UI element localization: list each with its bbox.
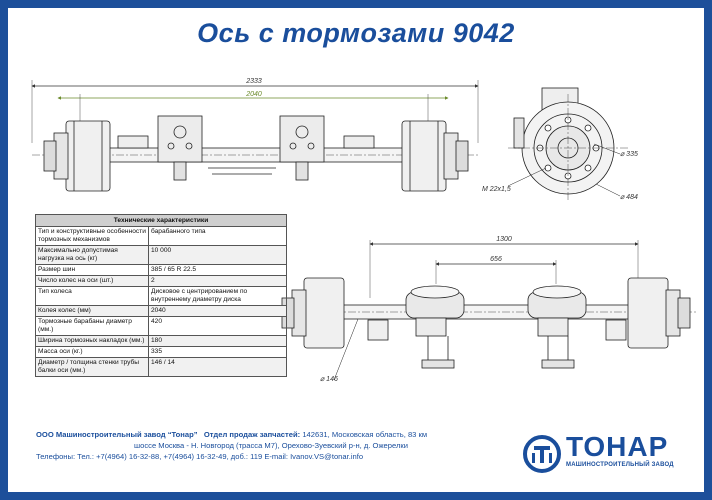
table-row: Число колес на оси (шт.)2 — [35, 275, 287, 287]
table-row: Тип и конструктивные особенности тормозн… — [35, 226, 287, 246]
spec-key: Масса оси (кг.) — [35, 346, 149, 358]
spec-value: 420 — [148, 316, 287, 336]
spec-table-header: Технические характеристики — [35, 214, 287, 227]
spec-value: 335 — [148, 346, 287, 358]
dim-hub-thread: M 22x1,5 — [482, 186, 511, 193]
spec-key: Размер шин — [35, 264, 149, 276]
spec-key: Число колес на оси (шт.) — [35, 275, 149, 287]
address-2: шоссе Москва - Н. Новгород (трасса М7), … — [134, 441, 408, 450]
spec-value: 10 000 — [148, 245, 287, 265]
phones-email[interactable]: Телефоны: Тел.: +7(4964) 16-32-88, +7(49… — [36, 452, 364, 461]
tonar-logo: ТОНАР МАШИНОСТРОИТЕЛЬНЫЙ ЗАВОД — [522, 431, 690, 474]
bottom-axle-view — [278, 240, 698, 381]
spec-value: 180 — [148, 335, 287, 347]
table-row: Масса оси (кг.)335 — [35, 346, 287, 358]
address-1: 142631, Московская область, 83 км — [302, 430, 428, 439]
spec-value: 146 / 14 — [148, 357, 287, 377]
spec-value: 385 / 65 R 22.5 — [148, 264, 287, 276]
table-row: Ширина тормозных накладок (мм.)180 — [35, 335, 287, 347]
dim-top-inner: 2040 — [245, 91, 262, 98]
technical-drawing: 2333 2040 ⌀ 335 ⌀ 484 M 22x1,5 — [31, 78, 698, 383]
spec-value: 2 — [148, 275, 287, 287]
table-row: Максимально допустимая нагрузка на ось (… — [35, 245, 287, 265]
tonar-logo-icon — [523, 435, 561, 473]
spec-key: Тормозные барабаны диаметр (мм.) — [35, 316, 149, 336]
dim-hub-d2: ⌀ 484 — [620, 194, 638, 201]
spec-key: Диаметр / толщина стенки трубы балки оси… — [35, 357, 149, 377]
spec-key: Тип колеса — [35, 286, 149, 306]
spec-value: 2040 — [148, 305, 287, 317]
spec-value: барабанного типа — [148, 226, 287, 246]
logo-subtitle: МАШИНОСТРОИТЕЛЬНЫЙ ЗАВОД — [566, 462, 674, 468]
table-row: Тормозные барабаны диаметр (мм.)420 — [35, 316, 287, 336]
spec-value: Дисковое с центрированием по внутреннему… — [148, 286, 287, 306]
table-row: Колея колес (мм)2040 — [35, 305, 287, 317]
hub-side-view — [507, 87, 628, 202]
footer-line-1: ООО Машиностроительный завод “Тонар” Отд… — [36, 429, 506, 440]
dim-bottom-span: 1300 — [496, 236, 512, 243]
spec-sheet: Ось с тормозами 9042 — [8, 8, 704, 492]
spec-key: Колея колес (мм) — [35, 305, 149, 317]
spec-key: Ширина тормозных накладок (мм.) — [35, 335, 149, 347]
company-name: ООО Машиностроительный завод “Тонар” — [36, 430, 198, 439]
dim-bottom-half: 656 — [490, 256, 502, 263]
sales-dept: Отдел продаж запчастей: — [203, 430, 301, 439]
dim-bottom-tube: ⌀ 146 — [320, 376, 338, 383]
dim-hub-d1: ⌀ 335 — [620, 151, 638, 158]
spec-table: Технические характеристики Тип и констру… — [35, 214, 287, 377]
spec-key: Максимально допустимая нагрузка на ось (… — [35, 245, 149, 265]
dim-top-total: 2333 — [245, 78, 262, 85]
table-row: Диаметр / толщина стенки трубы балки оси… — [35, 357, 287, 377]
spec-key: Тип и конструктивные особенности тормозн… — [35, 226, 149, 246]
contact-footer: ООО Машиностроительный завод “Тонар” Отд… — [36, 429, 506, 462]
logo-name: ТОНАР — [566, 431, 669, 462]
top-axle-view — [31, 80, 479, 192]
page-title: Ось с тормозами 9042 — [197, 18, 515, 48]
